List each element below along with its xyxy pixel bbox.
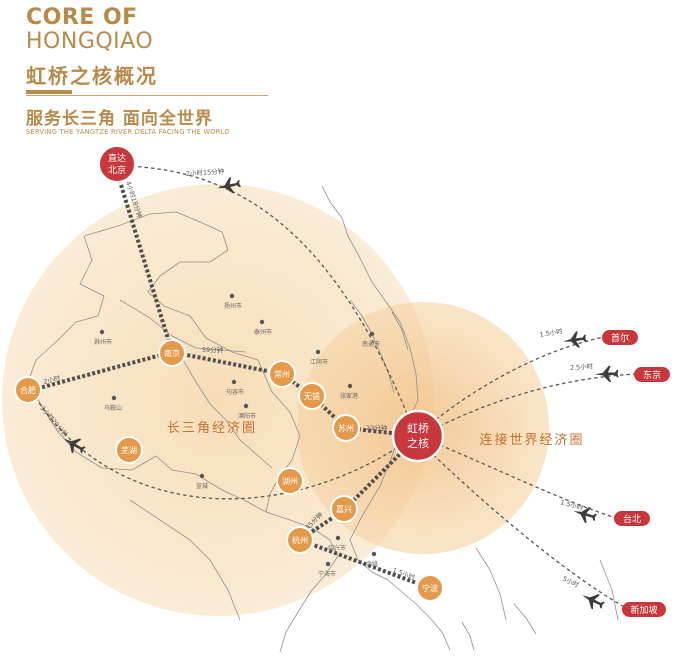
city-node-nanjing: 南京 [158,339,186,367]
town-marker [259,319,265,325]
time-tokyo: 2.5小时 [570,361,594,372]
route-beijing-air [124,165,413,427]
plane-icon [563,331,587,348]
route-seoul [425,336,605,429]
city-label-changzhou: 常州 [274,370,290,379]
route-hefei-air [31,391,413,500]
plane-icon [217,177,241,194]
city-node-hangzhou: 杭州 [286,526,314,554]
city-node-hefei: 合肥 [14,376,42,404]
destination-taipei: 台北 [623,513,641,525]
core-label-line1: 虹桥 [407,422,429,435]
city-node-wuxi: 无锡 [298,382,326,410]
city-label-suzhou: 苏州 [338,423,354,433]
slogan-english: SERVING THE YANGTZE RIVER DELTA FACING T… [26,128,231,136]
town-marker [335,535,341,541]
town-jiangyin: 江阴市 [310,358,328,366]
plane-icons [63,177,619,610]
plane-icon [582,594,605,610]
destination-pill-taipei [614,511,650,526]
plane-icon [595,365,619,382]
city-label-wuhu: 芜湖 [121,445,137,455]
town-marker [325,561,331,567]
town-marker [371,551,377,557]
town-marker [111,395,117,401]
city-label-hefei: 合肥 [20,385,36,395]
town-maanshan: 马鞍山 [104,404,122,412]
title-english-line2: HONGQIAO [26,29,154,54]
towns: 滁州市 扬州市 泰州市 马鞍山 句容市 溧阳市 宣城 江阴市 南通市 张家港 绍… [94,293,380,578]
time-nanjing: 59分钟 [202,345,224,354]
town-marker [231,379,237,385]
city-label-nanjing: 南京 [164,348,180,358]
town-marker [369,331,375,337]
town-marker [99,329,105,335]
rail-hefei-nanjing [31,350,173,392]
city-node-huzhou: 湖州 [276,467,304,495]
city-label-wuxi: 无锡 [304,392,320,401]
city-node-changzhou: 常州 [268,360,296,388]
city-label-ningbo: 宁波 [422,583,438,593]
core-label-line2: 之核 [407,436,429,450]
town-marker [199,473,205,479]
title-english-line1: CORE OF [26,5,138,30]
town-marker [243,403,249,409]
route-singapore [423,445,627,609]
town-shaoxing: 绍兴市 [328,544,346,552]
destinations: 首尔 东京 台北 新加坡 [602,330,670,617]
town-zhangjiagang: 张家港 [340,392,358,400]
slogan-chinese: 服务长三角 面向全世界 [26,109,213,129]
beijing-marker: 直达 北京 [98,145,136,183]
global-zone-label: 连接世界经济圈 [479,432,584,448]
header-accent-bar [26,90,72,94]
town-marker [347,383,353,389]
city-label-huzhou: 湖州 [282,477,298,486]
route-taipei [427,439,617,519]
rail-nanjing-core [171,350,419,438]
destination-singapore: 新加坡 [630,604,657,616]
hongqiao-core-marker: 虹桥 之核 [391,409,445,463]
town-ninghai: 宁海市 [318,570,336,578]
town-chuzhou: 滁州市 [94,338,112,346]
destination-pill-singapore [622,602,666,617]
plane-icon [573,507,598,524]
city-node-suzhou: 苏州 [332,414,360,442]
town-liyang: 溧阳市 [238,412,256,420]
time-beijing-air: 2小时15分钟 [186,166,225,178]
time-seoul: 1.5小时 [539,326,564,339]
yrd-zone-label: 长三角经济圈 [167,421,257,436]
title-chinese: 虹桥之核概况 [26,64,158,88]
time-hefei: 2小时 [42,373,61,386]
destination-tokyo: 东京 [643,369,661,381]
city-node-ningbo: 宁波 [416,574,444,602]
town-jurong: 句容市 [226,388,244,396]
town-xuancheng: 宣城 [196,482,208,490]
city-label-hangzhou: 杭州 [292,535,308,545]
destination-pill-tokyo [634,367,670,382]
town-taizhou: 泰州市 [254,328,272,336]
town-yangzhou: 扬州市 [224,302,242,310]
province-boundaries [27,185,619,653]
rail-hangzhou-ningbo [299,538,431,590]
town-nantong: 南通市 [362,340,380,348]
header: CORE OF HONGQIAO 虹桥之核概况 [26,6,158,89]
destination-seoul: 首尔 [611,332,629,344]
beijing-label-line1: 直达 [108,152,126,164]
plane-icon [63,438,86,454]
town-marker [229,293,235,299]
town-yuyao: 余姚 [366,560,378,568]
header-divider [26,95,268,96]
destination-pill-seoul [602,330,638,345]
city-nodes: 合肥 南京 常州 无锡 苏州 芜湖 湖州 嘉兴 [14,339,444,602]
city-label-jiaxing: 嘉兴 [336,504,352,514]
time-suzhou: 23分钟 [366,423,388,432]
town-marker [315,349,321,355]
city-node-wuhu: 芜湖 [115,436,143,464]
beijing-label-line2: 北京 [108,164,126,176]
city-node-jiaxing: 嘉兴 [330,495,358,523]
time-taipei: 1.5小时 [559,497,584,512]
